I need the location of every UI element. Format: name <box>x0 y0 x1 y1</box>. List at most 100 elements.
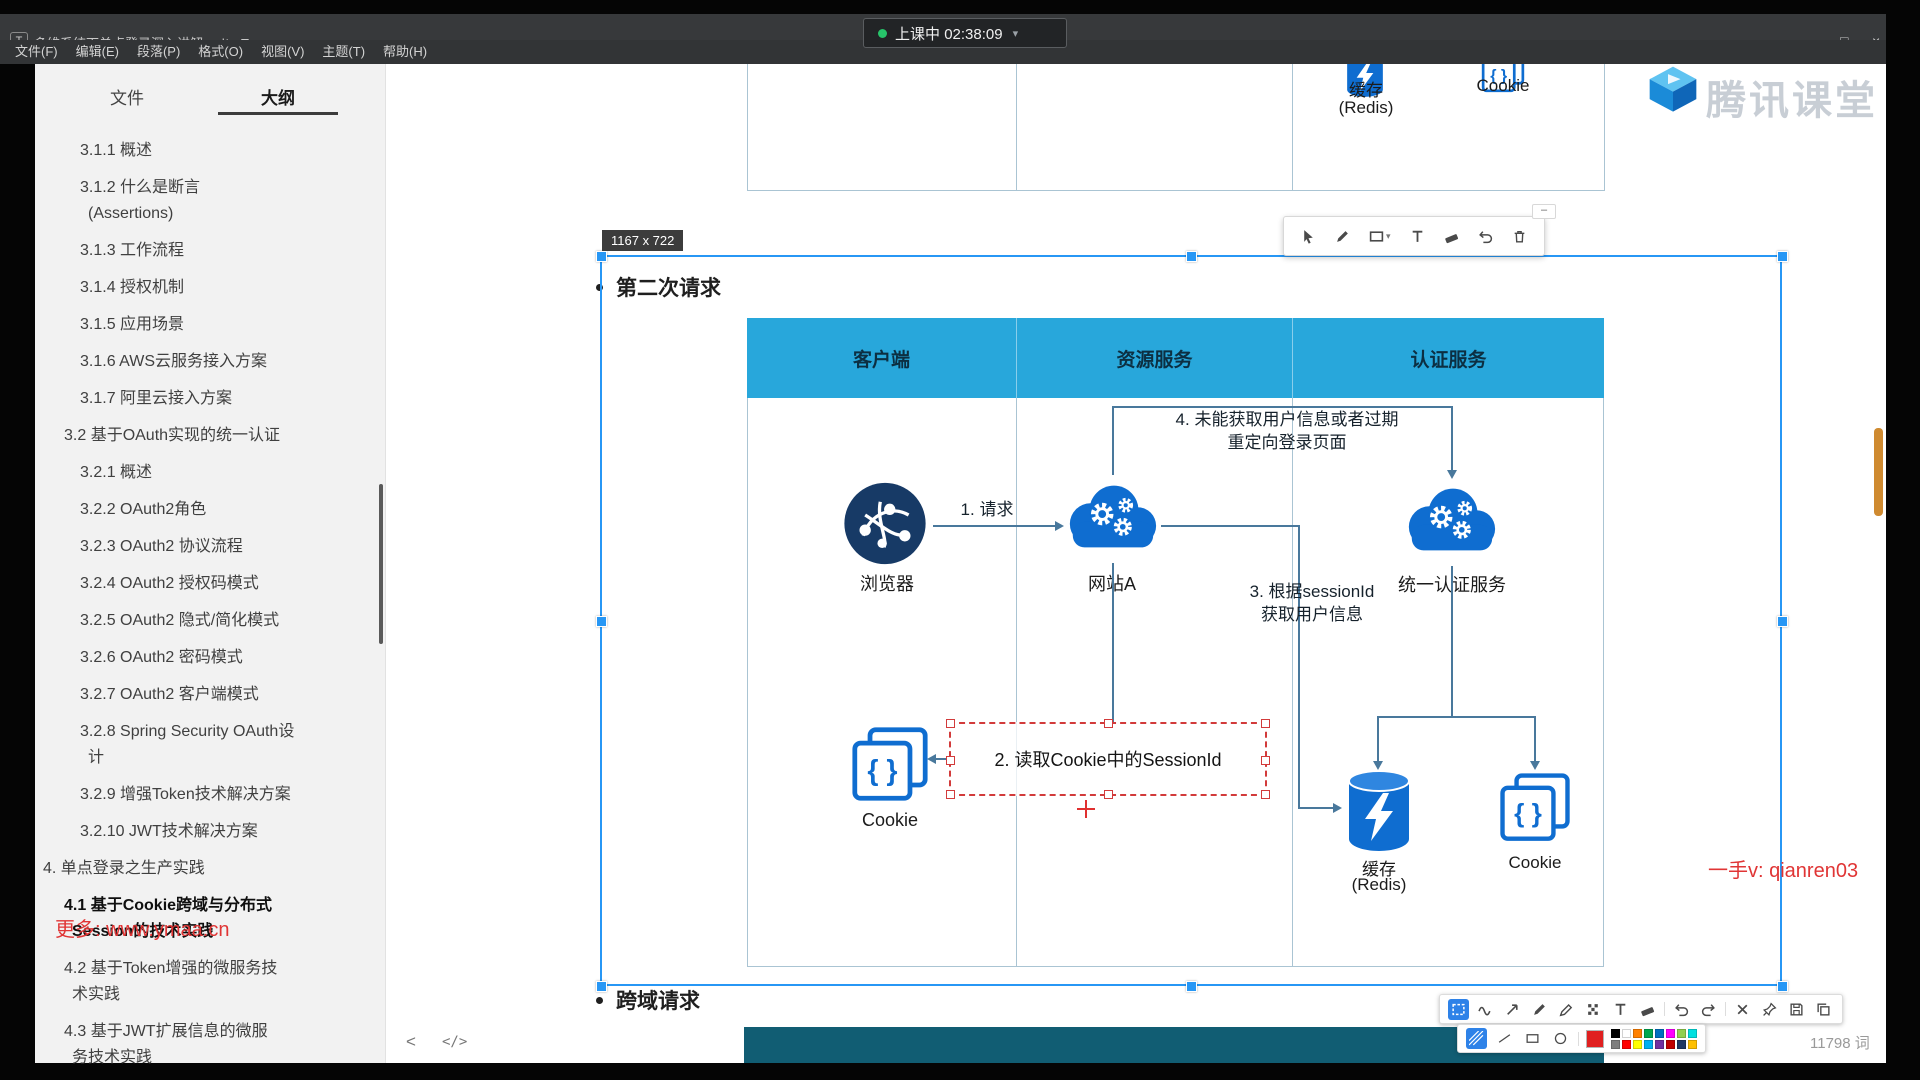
stroke-thin-tool-icon[interactable] <box>1494 1028 1515 1049</box>
outline-item[interactable]: 3.2.2 OAuth2角色 <box>80 501 207 518</box>
selection-handle[interactable] <box>1777 251 1788 262</box>
select-region-tool-icon[interactable] <box>1448 998 1469 1020</box>
outline-item[interactable]: 3.1.1 概述 <box>80 142 153 159</box>
text-tool-icon[interactable] <box>1407 226 1428 247</box>
menu-item[interactable]: 主题(T) <box>322 44 366 59</box>
cursor-tool-icon[interactable] <box>1298 226 1319 247</box>
eraser-tool-icon[interactable] <box>1441 226 1462 247</box>
menu-item[interactable]: 格式(O) <box>198 44 244 59</box>
outline-item[interactable]: 3.2.8 Spring Security OAuth设计 <box>80 723 295 766</box>
copy-tool-icon[interactable] <box>1813 999 1834 1020</box>
source-code-mode-icon[interactable]: </> <box>442 1034 468 1050</box>
pen-tool-icon[interactable] <box>1332 226 1353 247</box>
outline-item[interactable]: 3.2.9 增强Token技术解决方案 <box>80 786 291 803</box>
selection-handle[interactable] <box>1186 251 1197 262</box>
annot-toolbar-minimize[interactable]: – <box>1532 204 1556 219</box>
color-swatch[interactable] <box>1688 1039 1697 1049</box>
crosshair-cursor-icon <box>1085 800 1087 818</box>
undo-tool-icon[interactable] <box>1671 999 1692 1020</box>
color-swatch[interactable] <box>1611 1039 1620 1049</box>
resize-handle[interactable] <box>946 719 955 728</box>
resize-handle[interactable] <box>946 790 955 799</box>
color-swatch[interactable] <box>1677 1039 1686 1049</box>
outline-item[interactable]: 3.2.4 OAuth2 授权码模式 <box>80 575 259 592</box>
selection-handle[interactable] <box>596 251 607 262</box>
outline-item[interactable]: 4.2 基于Token增强的微服务技术实践 <box>64 960 278 1003</box>
trash-tool-icon[interactable] <box>1509 226 1530 247</box>
mosaic-tool-icon[interactable] <box>1583 999 1604 1020</box>
wave-tool-icon[interactable] <box>1475 999 1496 1020</box>
rect-tool-icon[interactable]: ▾ <box>1366 226 1394 247</box>
outline-item[interactable]: 4. 单点登录之生产实践 <box>43 860 205 877</box>
step2-annotation-box[interactable]: 2. 读取Cookie中的SessionId <box>946 719 1270 799</box>
text-tool-icon[interactable] <box>1610 999 1631 1020</box>
tab-files[interactable]: 文件 <box>110 89 144 108</box>
resize-handle[interactable] <box>1261 719 1270 728</box>
color-swatch[interactable] <box>1644 1028 1653 1038</box>
color-swatch[interactable] <box>1677 1028 1686 1038</box>
menu-item[interactable]: 视图(V) <box>261 44 305 59</box>
sidebar-scrollbar[interactable] <box>379 484 383 644</box>
undo-tool-icon[interactable] <box>1475 226 1496 247</box>
close-tool-icon[interactable] <box>1732 999 1753 1020</box>
arrow-tool-icon[interactable] <box>1502 999 1523 1020</box>
menu-item[interactable]: 段落(P) <box>136 44 181 59</box>
menu-item[interactable]: 文件(F) <box>15 44 58 59</box>
eraser-tool-icon[interactable] <box>1637 999 1658 1020</box>
outline-item[interactable]: 3.1.6 AWS云服务接入方案 <box>80 353 268 370</box>
resize-handle[interactable] <box>1261 790 1270 799</box>
resize-handle[interactable] <box>1104 719 1113 728</box>
pen-tool-icon[interactable] <box>1529 999 1550 1020</box>
outline-item[interactable]: 3.2.5 OAuth2 隐式/简化模式 <box>80 612 280 629</box>
outline-item[interactable]: 3.1.2 什么是断言(Assertions) <box>80 179 201 222</box>
color-swatch[interactable] <box>1666 1028 1675 1038</box>
outline-item[interactable]: 4.3 基于JWT扩展信息的微服务技术实践 <box>64 1023 268 1066</box>
color-swatch[interactable] <box>1633 1028 1642 1038</box>
class-status-pill[interactable]: 上课中 02:38:09 ▾ <box>863 18 1067 48</box>
color-swatch[interactable] <box>1622 1039 1631 1049</box>
outline-item[interactable]: 3.2.6 OAuth2 密码模式 <box>80 649 243 666</box>
outline-item[interactable]: 3.2.10 JWT技术解决方案 <box>80 823 258 840</box>
selection-handle[interactable] <box>596 981 607 992</box>
chevron-down-icon[interactable]: ▾ <box>1386 230 1391 241</box>
menu-item[interactable]: 编辑(E) <box>75 44 119 59</box>
outline-item[interactable]: 3.2.3 OAuth2 协议流程 <box>80 538 243 555</box>
selection-handle[interactable] <box>1186 981 1197 992</box>
outline-item[interactable]: 3.1.5 应用场景 <box>80 316 185 333</box>
editor-scrollbar[interactable] <box>1874 428 1883 516</box>
outline-item[interactable]: 3.2.7 OAuth2 客户端模式 <box>80 686 259 703</box>
tab-outline[interactable]: 大纲 <box>261 89 295 108</box>
save-tool-icon[interactable] <box>1786 999 1807 1020</box>
color-swatch[interactable] <box>1655 1028 1664 1038</box>
redo-tool-icon[interactable] <box>1698 999 1719 1020</box>
marker-tool-icon[interactable] <box>1556 999 1577 1020</box>
outline-item[interactable]: 3.1.7 阿里云接入方案 <box>80 390 233 407</box>
menu-item[interactable]: 帮助(H) <box>383 44 428 59</box>
resize-handle[interactable] <box>1261 756 1270 765</box>
color-swatch[interactable] <box>1666 1039 1675 1049</box>
color-swatch[interactable] <box>1633 1039 1642 1049</box>
current-color-swatch[interactable] <box>1586 1029 1604 1048</box>
outline-item[interactable]: 3.1.4 授权机制 <box>80 279 185 296</box>
resize-handle[interactable] <box>1104 790 1113 799</box>
color-swatch[interactable] <box>1655 1039 1664 1049</box>
outline-item[interactable]: 3.2.1 概述 <box>80 464 153 481</box>
chevron-down-icon[interactable]: ▾ <box>1012 27 1019 40</box>
hatch-tool-icon[interactable] <box>1466 1028 1487 1049</box>
color-swatch[interactable] <box>1611 1028 1620 1038</box>
selection-handle[interactable] <box>596 616 607 627</box>
stroke-rect-tool-icon[interactable] <box>1522 1028 1543 1049</box>
selection-handle[interactable] <box>1777 616 1788 627</box>
color-swatch[interactable] <box>1644 1039 1653 1049</box>
outline-item[interactable]: 3.1.3 工作流程 <box>80 242 185 259</box>
selection-handle[interactable] <box>1777 981 1788 992</box>
color-swatch[interactable] <box>1622 1028 1631 1038</box>
sidebar-collapse-icon[interactable]: < <box>406 1032 416 1051</box>
outline-item[interactable]: 3.2 基于OAuth实现的统一认证 <box>64 427 281 444</box>
stroke-circle-tool-icon[interactable] <box>1550 1028 1571 1049</box>
pin-tool-icon[interactable] <box>1759 999 1780 1020</box>
table-line <box>747 64 748 190</box>
color-swatch[interactable] <box>1688 1028 1697 1038</box>
resize-handle[interactable] <box>946 756 955 765</box>
